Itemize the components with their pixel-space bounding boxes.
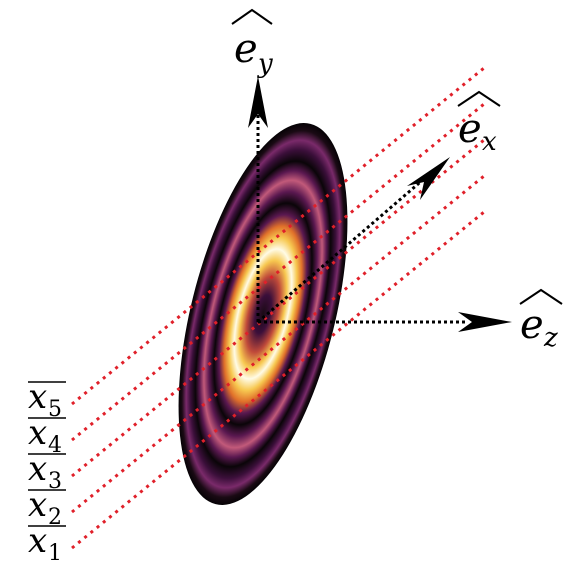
svg-text:e: e	[234, 26, 258, 72]
svg-text:1: 1	[48, 541, 62, 566]
line-label-x1: x 1	[28, 521, 66, 566]
beam-profile	[178, 123, 348, 505]
svg-text:e: e	[520, 302, 544, 348]
line-label-x5: x 5	[28, 377, 66, 422]
y-axis-arrowhead	[248, 76, 268, 128]
axis-label-x: e x	[457, 90, 501, 157]
svg-text:2: 2	[48, 505, 62, 530]
x-axis-arrowhead	[407, 157, 450, 200]
line-label-x4: x 4	[28, 413, 66, 458]
svg-text:x: x	[28, 413, 47, 453]
x-axis-line	[257, 176, 426, 324]
svg-text:5: 5	[48, 397, 62, 422]
ray-line-x2	[71, 174, 485, 514]
beam-ellipse	[178, 123, 348, 505]
hat-y	[231, 8, 273, 25]
hat-x	[457, 90, 501, 107]
svg-text:x: x	[28, 449, 47, 489]
svg-text:4: 4	[48, 433, 62, 458]
axis-label-y: e y	[231, 8, 273, 79]
ray-line-x3	[71, 138, 485, 478]
ray-line-x4	[71, 102, 485, 442]
ray-line-x1	[71, 210, 485, 550]
line-labels: x 5 x 4 x 3 x 2 x 1	[28, 377, 66, 566]
ray-line-x5	[71, 66, 485, 406]
axes	[248, 76, 512, 332]
svg-text:x: x	[28, 521, 47, 561]
svg-text:x: x	[28, 377, 47, 417]
hat-z	[519, 288, 563, 305]
svg-text:z: z	[543, 323, 558, 353]
line-label-x3: x 3	[28, 449, 66, 494]
svg-text:e: e	[458, 106, 482, 152]
svg-text:y: y	[257, 49, 273, 79]
svg-text:x: x	[28, 485, 47, 525]
svg-text:3: 3	[48, 469, 62, 494]
z-axis-arrowhead	[458, 312, 512, 332]
svg-text:x: x	[482, 127, 497, 157]
ray-lines	[71, 66, 485, 550]
line-label-x2: x 2	[28, 485, 66, 530]
axis-label-z: e z	[519, 288, 563, 353]
